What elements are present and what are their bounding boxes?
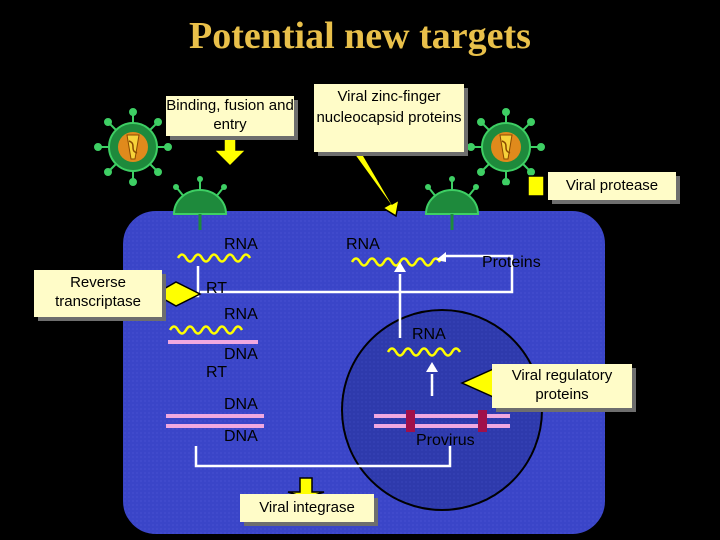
viral-integrase-label: Viral integrase [240, 494, 374, 522]
rna-label: RNA [224, 236, 258, 253]
virion-icon [94, 108, 172, 186]
rna-label: RNA [224, 306, 258, 323]
dna-label: DNA [224, 346, 258, 363]
dna-label: DNA [224, 428, 258, 445]
dna-strand [166, 414, 264, 418]
target-arrow [161, 281, 202, 307]
viral-protease-label: Viral protease [548, 172, 676, 200]
dna-label: DNA [224, 396, 258, 413]
flow-arrow [194, 446, 452, 468]
arrowhead [436, 252, 446, 262]
flow-arrow [444, 254, 514, 284]
target-arrow [349, 144, 401, 218]
binding-fusion-entry-label: Binding, fusion and entry [166, 96, 294, 136]
rna-strand [168, 325, 244, 335]
flow-arrow [200, 284, 514, 294]
rna-strand [176, 253, 252, 263]
dna-strand [168, 340, 258, 344]
provirus-dna [374, 424, 510, 428]
dna-strand [166, 424, 264, 428]
provirus-dna [374, 414, 510, 418]
zinc-finger-label: Viral zinc-finger nucleocapsid proteins [314, 84, 464, 152]
rt-label: RT [206, 280, 228, 297]
rna-label: RNA [412, 326, 446, 343]
fusing-virion-icon [172, 176, 228, 230]
rt-label: RT [206, 364, 228, 381]
rna-strand [350, 257, 442, 267]
target-arrow [212, 135, 248, 168]
provirus-label: Provirus [416, 432, 475, 449]
reverse-transcriptase-label: Reverse transcriptase [34, 270, 162, 317]
budding-virion-icon [424, 176, 480, 230]
proteins-label: Proteins [482, 254, 541, 271]
provirus-ltr [406, 410, 415, 432]
rna-strand [386, 347, 462, 357]
slide-title: Potential new targets [189, 15, 531, 57]
arrowhead [394, 262, 406, 272]
rna-label: RNA [346, 236, 380, 253]
nucleus [341, 309, 543, 511]
virion-icon [467, 108, 545, 186]
arrowhead [426, 362, 438, 372]
target-arrow [496, 175, 545, 197]
provirus-ltr [478, 410, 487, 432]
viral-regulatory-proteins-label: Viral regulatory proteins [492, 364, 632, 408]
